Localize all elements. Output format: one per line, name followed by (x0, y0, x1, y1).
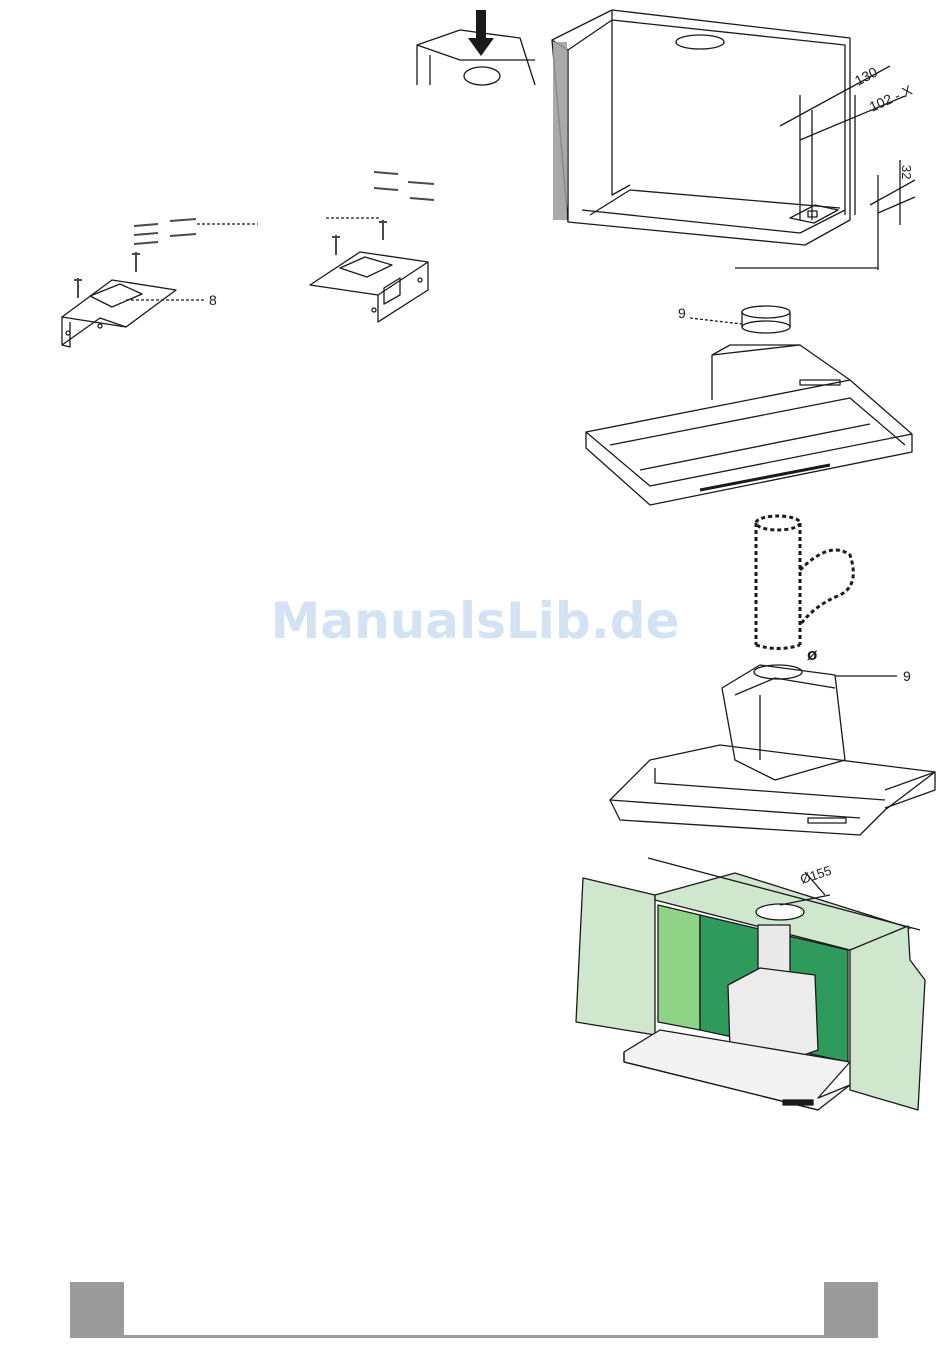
cabinet-illustration (552, 10, 915, 270)
screw-group-center (332, 172, 434, 255)
hood-with-box-illustration (610, 665, 935, 835)
down-arrow-icon (468, 10, 494, 56)
installed-hood-illustration (576, 858, 925, 1110)
bracket-8-illustration (62, 280, 176, 347)
callout-9-mid: 9 (903, 668, 911, 684)
footer-rule (70, 1335, 878, 1338)
screw-group-left (74, 219, 196, 298)
dimension-32: 32 (899, 165, 914, 179)
hood-with-collar-illustration (586, 306, 912, 505)
dimension-102-x: 102 - X (867, 81, 915, 114)
footer-left-block (70, 1282, 124, 1336)
watermark: ManualsLib.de (0, 592, 950, 650)
page-footer (70, 1282, 878, 1338)
callout-9-top: 9 (678, 305, 686, 321)
bracket-2-illustration (310, 252, 428, 322)
callout-8: 8 (209, 292, 217, 308)
footer-right-block (824, 1282, 878, 1336)
dimension-155: Ø155 (798, 863, 833, 887)
